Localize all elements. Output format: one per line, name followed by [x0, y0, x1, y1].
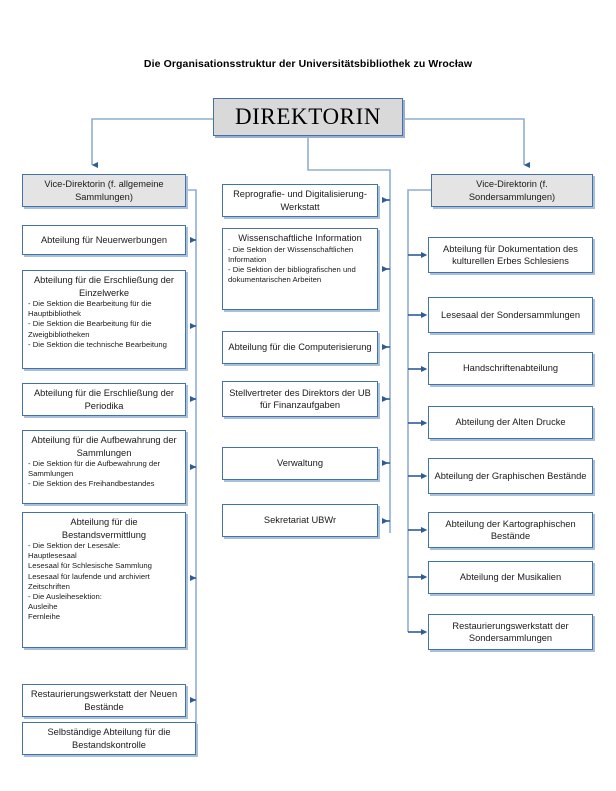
connector-root-to-right: [403, 118, 530, 168]
center-branch-arrows: [382, 197, 390, 525]
node-sublist: - Die Sektion die Bearbeitung für die Ha…: [28, 299, 180, 350]
node-subitem: - Die Sektion die Bearbeitung für die Zw…: [28, 319, 152, 339]
node-title: Abteilung für die Erschließung der Einze…: [33, 275, 175, 298]
node-subitem: - Die Sektion des Freihandbestandes: [28, 479, 155, 489]
node-center-4[interactable]: Verwaltung: [222, 447, 378, 480]
node-right-7[interactable]: Abteilung der Musikalien: [428, 561, 593, 594]
node-title: Abteilung für die Computerisierung: [228, 342, 372, 353]
node-title: Abteilung der Graphischen Bestände: [434, 470, 587, 481]
node-title: Lesesaal der Sondersammlungen: [440, 309, 581, 320]
node-center-5[interactable]: Sekretariat UBWr: [222, 504, 378, 537]
node-title: Wissenschaftliche Information: [238, 233, 362, 243]
node-subitem: Lesesaal für Schlesische Sammlung: [28, 561, 152, 571]
node-direktorin-label: DIREKTORIN: [234, 104, 382, 129]
node-center-2[interactable]: Abteilung für die Computerisierung: [222, 331, 378, 364]
node-title: Stellvertreter des Direktors der UB für …: [229, 387, 371, 411]
node-subitem: - Die Ausleihesektion:: [28, 592, 102, 602]
node-subitem: - Die Sektion die Bearbeitung für die Ha…: [28, 299, 152, 319]
node-left-1[interactable]: Abteilung für Neuerwerbungen: [22, 225, 186, 255]
node-title: Abteilung der Alten Drucke: [455, 417, 566, 428]
node-left-3[interactable]: Abteilung für die Erschließung der Perio…: [22, 383, 186, 416]
node-right-0[interactable]: Vice-Direktorin (f. Sondersammlungen): [431, 174, 593, 207]
node-title: Vice-Direktorin (f. allgemeine Sammlunge…: [44, 179, 164, 202]
node-subitem: Ausleihe: [28, 602, 58, 612]
node-title: Vice-Direktorin (f. Sondersammlungen): [468, 179, 556, 202]
node-title: Abteilung für die Aufbewahrung der Samml…: [31, 435, 177, 458]
node-left-4[interactable]: Abteilung für die Aufbewahrung der Samml…: [22, 430, 186, 504]
node-subitem: Hauptlesesaal: [28, 551, 77, 561]
node-subitem: - Die Sektion der Lesesäle:: [28, 541, 121, 550]
node-title: Selbständige Abteilung für die Bestandsk…: [47, 727, 171, 750]
node-title: Abteilung der Kartographischen Bestände: [445, 518, 576, 542]
node-subitem: - Die Sektion für die Aufbewahrung der S…: [28, 459, 161, 479]
node-title: Abteilung für die Bestandsvermittlung: [61, 517, 147, 540]
node-right-5[interactable]: Abteilung der Graphischen Bestände: [428, 458, 593, 494]
node-subitem: - Die Sektion die technische Bearbeitung: [28, 339, 167, 349]
node-subitem: Fernleihe: [28, 612, 61, 622]
node-sublist: - Die Sektion der Lesesäle: Hauptlesesaa…: [28, 541, 180, 623]
page-title: Die Organisationsstruktur der Universitä…: [143, 58, 473, 70]
node-right-4[interactable]: Abteilung der Alten Drucke: [428, 406, 593, 439]
node-left-5[interactable]: Abteilung für die Bestandsvermittlung - …: [22, 512, 186, 648]
node-title: Handschriftenabteilung: [462, 363, 559, 374]
node-right-6[interactable]: Abteilung der Kartographischen Bestände: [428, 512, 593, 548]
node-title: Abteilung für die Erschließung der Perio…: [33, 388, 175, 411]
node-right-2[interactable]: Lesesaal der Sondersammlungen: [428, 297, 593, 333]
node-left-2[interactable]: Abteilung für die Erschließung der Einze…: [22, 270, 186, 369]
node-subitem: - Die Sektion der Wissenschaftlichen Inf…: [228, 244, 354, 264]
node-title: Abteilung der Musikalien: [459, 572, 562, 583]
node-direktorin[interactable]: DIREKTORIN: [213, 98, 403, 136]
node-title: Restaurierungswerkstatt der Neuen Bestän…: [30, 689, 178, 712]
node-right-1[interactable]: Abteilung für Dokumentation des kulturel…: [428, 237, 593, 273]
connector-root-to-left: [91, 118, 213, 168]
node-center-0[interactable]: Reprografie- und Digitalisierung-Werksta…: [222, 184, 378, 217]
node-left-7[interactable]: Selbständige Abteilung für die Bestandsk…: [22, 722, 196, 755]
node-title: Abteilung für Dokumentation des kulturel…: [443, 243, 578, 267]
node-left-6[interactable]: Restaurierungswerkstatt der Neuen Bestän…: [22, 684, 186, 717]
node-sublist: - Die Sektion für die Aufbewahrung der S…: [28, 459, 180, 490]
node-title: Verwaltung: [277, 458, 323, 469]
node-right-8[interactable]: Restaurierungswerkstatt der Sondersammlu…: [428, 614, 593, 650]
node-subitem: Lesesaal für laufende und archiviert Zei…: [28, 571, 150, 591]
node-right-3[interactable]: Handschriftenabteilung: [428, 352, 593, 385]
left-branch-arrows: [190, 237, 197, 742]
node-center-1[interactable]: Wissenschaftliche Information - Die Sekt…: [222, 228, 378, 310]
connector-left-trunk: [186, 189, 197, 738]
node-left-0[interactable]: Vice-Direktorin (f. allgemeine Sammlunge…: [22, 174, 186, 207]
node-title: Sekretariat UBWr: [263, 515, 337, 526]
node-center-3[interactable]: Stellvertreter des Direktors der UB für …: [222, 381, 378, 417]
node-title: Restaurierungswerkstatt der Sondersammlu…: [452, 620, 569, 644]
node-title: Reprografie- und Digitalisierung-Werksta…: [233, 189, 367, 212]
node-sublist: - Die Sektion der Wissenschaftlichen Inf…: [228, 245, 372, 286]
node-title: Abteilung für Neuerwerbungen: [40, 234, 168, 245]
node-subitem: - Die Sektion der bibliografischen und d…: [228, 264, 356, 285]
right-branch-arrows: [408, 251, 428, 635]
